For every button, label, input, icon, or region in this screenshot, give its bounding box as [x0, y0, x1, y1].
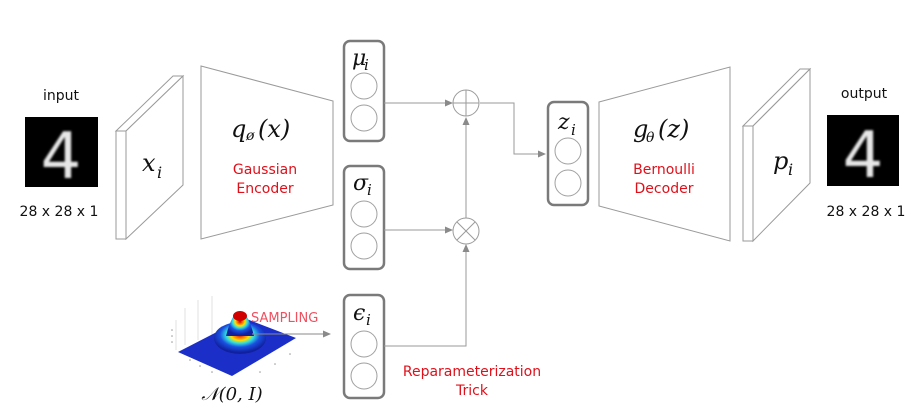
reparameterization-line2: Trick [455, 383, 489, 399]
decoder-name-line2: Decoder [635, 181, 694, 197]
output-layer-slab [741, 67, 812, 243]
output-layer-symbol: p [773, 147, 788, 175]
connections [384, 99, 546, 347]
output-section: output 4 28 x 28 x 1 [827, 86, 906, 220]
sigma-symbol: σ [353, 171, 369, 196]
add-to-z-arrow [480, 102, 546, 158]
input-digit: 4 [41, 120, 82, 194]
encoder-name-line2: Encoder [236, 181, 293, 197]
epsilon-node [350, 330, 378, 358]
output-label: output [841, 86, 888, 102]
epsilon-subscript: i [366, 311, 371, 329]
z-vector: z i [546, 100, 590, 207]
encoder-function-arg: (x) [258, 115, 290, 143]
sampling-label: SAMPLING [251, 311, 318, 326]
z-subscript: i [571, 121, 576, 139]
mu-node [350, 72, 378, 100]
z-node [554, 137, 582, 165]
epsilon-symbol: ϵ [353, 301, 365, 326]
distribution-label: 𝒩(0, I) [201, 384, 262, 405]
add-operator [452, 89, 480, 117]
decoder-function-subscript: θ [646, 130, 655, 146]
input-layer-subscript: i [157, 163, 162, 182]
decoder-function-arg: (z) [658, 115, 689, 143]
mu-node [350, 104, 378, 132]
input-digit-image: 4 [25, 117, 98, 194]
decoder-function: g [633, 115, 648, 143]
sigma-node [350, 232, 378, 260]
reparameterization-line1: Reparameterization [403, 364, 541, 380]
input-layer-slab [114, 74, 185, 241]
input-label: input [43, 88, 80, 104]
sigma-subscript: i [367, 181, 372, 199]
input-layer-symbol: x [142, 149, 156, 177]
output-size-label: 28 x 28 x 1 [827, 204, 906, 220]
gaussian-distribution-plot: 𝒩(0, I) [171, 296, 296, 405]
decoder-name-line1: Bernoulli [633, 162, 695, 178]
epsilon-vector: ϵ i [342, 293, 386, 400]
z-symbol: z [557, 110, 570, 135]
encoder-function: q [231, 115, 246, 143]
sigma-node [350, 200, 378, 228]
output-layer-subscript: i [788, 160, 793, 179]
mu-subscript: i [364, 56, 369, 74]
multiply-operator [452, 217, 480, 245]
input-size-label: 28 x 28 x 1 [20, 204, 99, 220]
encoder-function-subscript: ø [245, 128, 255, 144]
encoder-block: q ø (x) Gaussian Encoder [200, 65, 334, 240]
epsilon-node [350, 362, 378, 390]
output-digit: 4 [843, 119, 884, 193]
epsilon-to-multiply-arrow [384, 244, 470, 347]
input-section: input 4 28 x 28 x 1 [20, 88, 99, 220]
mu-symbol: μ [352, 46, 366, 71]
z-node [554, 169, 582, 197]
sigma-vector: σ i [342, 164, 386, 271]
output-digit-image: 4 [827, 115, 899, 193]
mu-vector: μ i [342, 39, 386, 143]
encoder-name-line1: Gaussian [233, 162, 297, 178]
decoder-block: g θ (z) Bernoulli Decoder [598, 66, 731, 242]
